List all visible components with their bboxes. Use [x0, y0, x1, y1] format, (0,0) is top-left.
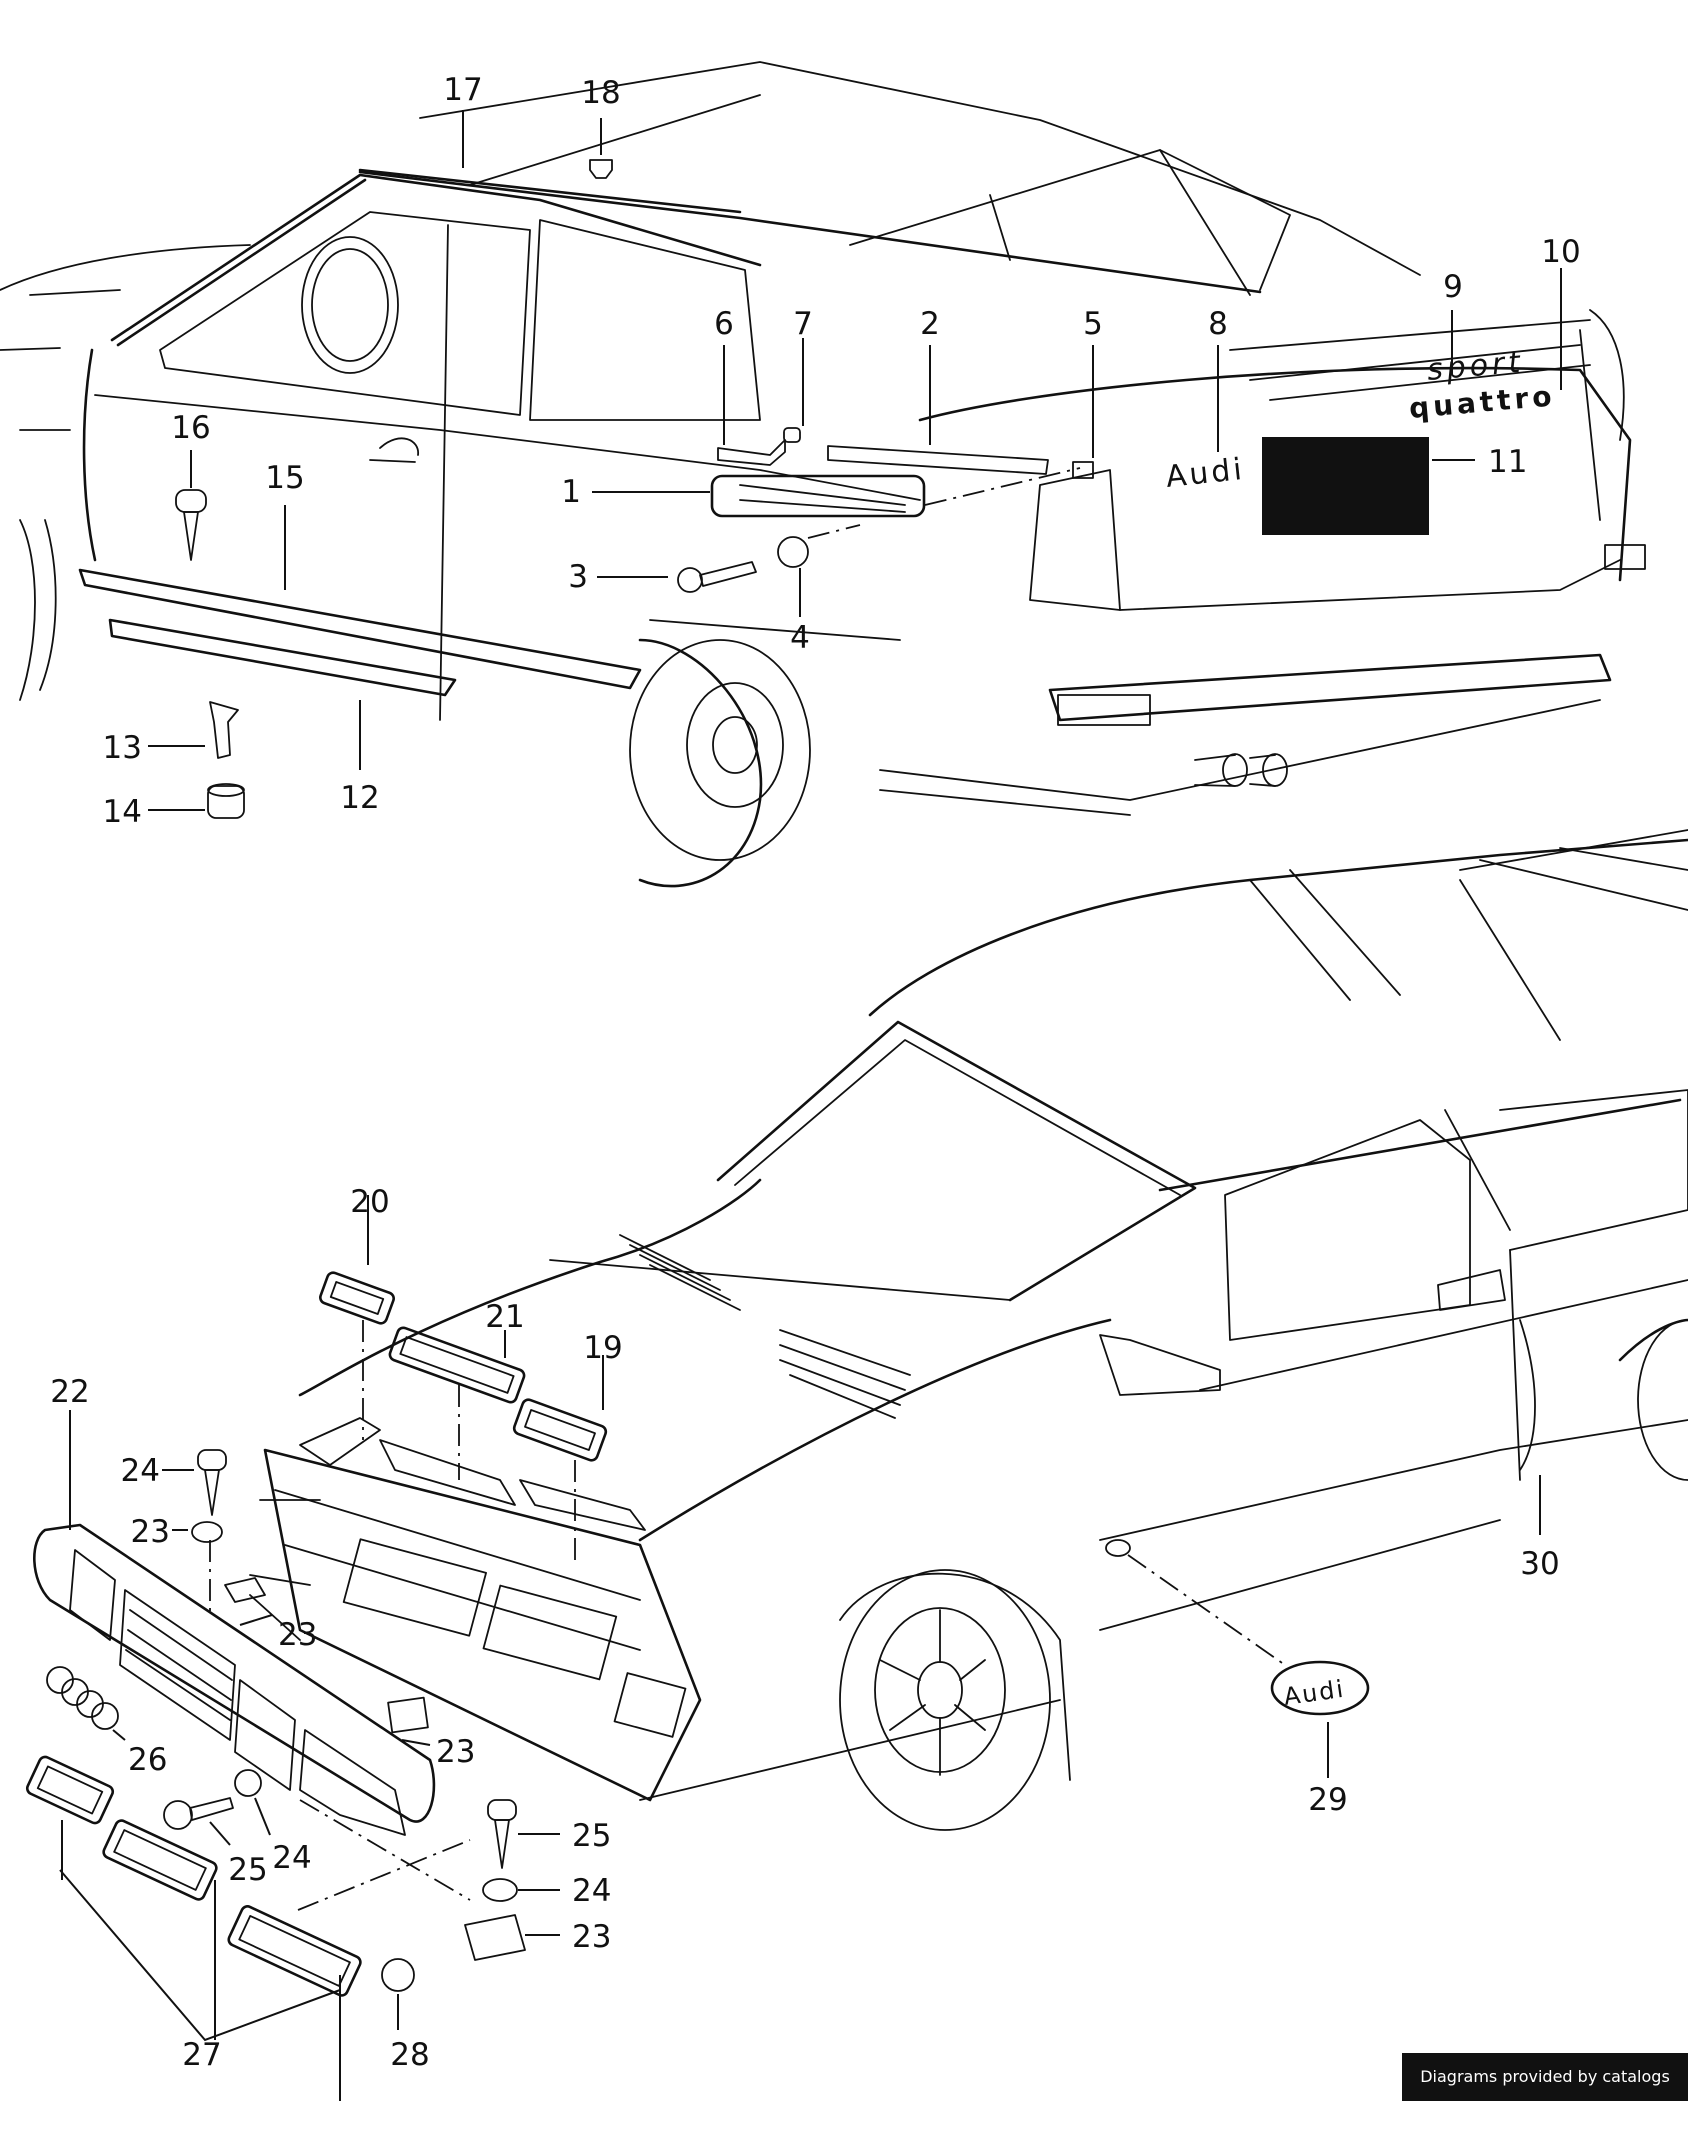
grommet-14	[207, 783, 245, 819]
parts-diagram: sport quattro Audi	[0, 61, 1688, 2101]
callout-16: 16	[171, 410, 210, 446]
callout-6: 6	[714, 306, 734, 342]
front-parts: Audi	[25, 1271, 1370, 1997]
washer-4	[777, 536, 809, 568]
roof-trim-17	[358, 168, 742, 214]
badge-sport-9: sport	[1426, 345, 1526, 388]
rear-parts	[78, 159, 1429, 819]
callout-22: 22	[50, 1374, 89, 1410]
clip-23-c	[464, 1914, 526, 1961]
callout-27: 27	[182, 2037, 221, 2073]
clip-23-b	[387, 1696, 429, 1734]
callout-1: 1	[561, 474, 581, 510]
screw-3	[677, 561, 757, 593]
clip-23-a	[224, 1577, 266, 1603]
side-badge-29: Audi	[1270, 1660, 1370, 1716]
callout-9: 9	[1443, 269, 1463, 305]
callout-23-b: 23	[436, 1734, 475, 1770]
clip-18	[589, 159, 613, 179]
badge-28	[381, 1958, 415, 1992]
trim-panel-1	[710, 474, 926, 518]
callout-17: 17	[443, 72, 482, 108]
callout-10: 10	[1541, 234, 1580, 270]
washer-24-lower	[482, 1878, 518, 1902]
callouts: 17 18 6 7 2 5 8 9 10 11 1 3 4 16 15 13 1…	[50, 72, 1580, 2073]
callout-24-left: 24	[272, 1840, 311, 1876]
front-car-drawing	[249, 829, 1688, 1831]
sill-molding-12	[108, 618, 457, 697]
assembly-lines	[209, 467, 1286, 1911]
callout-18: 18	[581, 75, 620, 111]
callout-25-lower: 25	[572, 1818, 611, 1854]
bracket-6	[717, 439, 786, 466]
badge-audi-8: Audi	[1164, 452, 1246, 495]
callout-26: 26	[128, 1742, 167, 1778]
plate-11	[1262, 437, 1429, 535]
callout-24-upper: 23	[131, 1514, 170, 1550]
callout-20: 20	[350, 1184, 389, 1220]
badge-audi-29: Audi	[1282, 1675, 1347, 1711]
callout-3: 3	[568, 559, 588, 595]
screw-25-upper	[197, 1449, 227, 1516]
callout-5: 5	[1083, 306, 1103, 342]
callout-14: 14	[103, 794, 142, 830]
grille-22	[33, 1523, 436, 1836]
clip-5	[1072, 461, 1094, 479]
screw-25-left	[163, 1797, 234, 1830]
screw-16	[175, 489, 207, 561]
callout-25-upper: 24	[121, 1453, 160, 1489]
rings-26	[46, 1666, 119, 1730]
callout-23-a: 23	[278, 1617, 317, 1653]
callout-8: 8	[1208, 306, 1228, 342]
washer-24-left	[234, 1769, 262, 1797]
credit-banner: Diagrams provided by catalogs parts	[1402, 2053, 1688, 2134]
grille-badge-21	[388, 1326, 526, 1404]
callout-30: 30	[1520, 1546, 1559, 1582]
clip-13	[209, 701, 239, 759]
callout-4: 4	[790, 620, 810, 656]
callout-24-lower: 24	[572, 1873, 611, 1909]
callout-23-c: 23	[572, 1919, 611, 1955]
callout-7: 7	[793, 306, 813, 342]
callout-25-left: 25	[228, 1852, 267, 1888]
rear-car-drawing	[0, 61, 1646, 888]
callout-15: 15	[265, 460, 304, 496]
screw-25-lower	[487, 1799, 517, 1869]
grille-badge-19	[512, 1398, 608, 1462]
callout-2: 2	[920, 306, 940, 342]
washer-24-upper	[191, 1521, 223, 1543]
grille-badge-20	[319, 1271, 395, 1325]
callout-29: 29	[1308, 1782, 1347, 1818]
callout-28: 28	[390, 2037, 429, 2073]
callout-21: 21	[485, 1299, 524, 1335]
callout-19: 19	[583, 1330, 622, 1366]
bracket-2	[827, 445, 1049, 475]
callout-12: 12	[340, 780, 379, 816]
callout-13: 13	[103, 730, 142, 766]
callout-11: 11	[1488, 444, 1527, 480]
screw-7	[783, 427, 801, 443]
grille-insert-27	[25, 1755, 362, 1997]
leader-lines	[59, 110, 1562, 2101]
sill-strip-15	[78, 568, 642, 690]
